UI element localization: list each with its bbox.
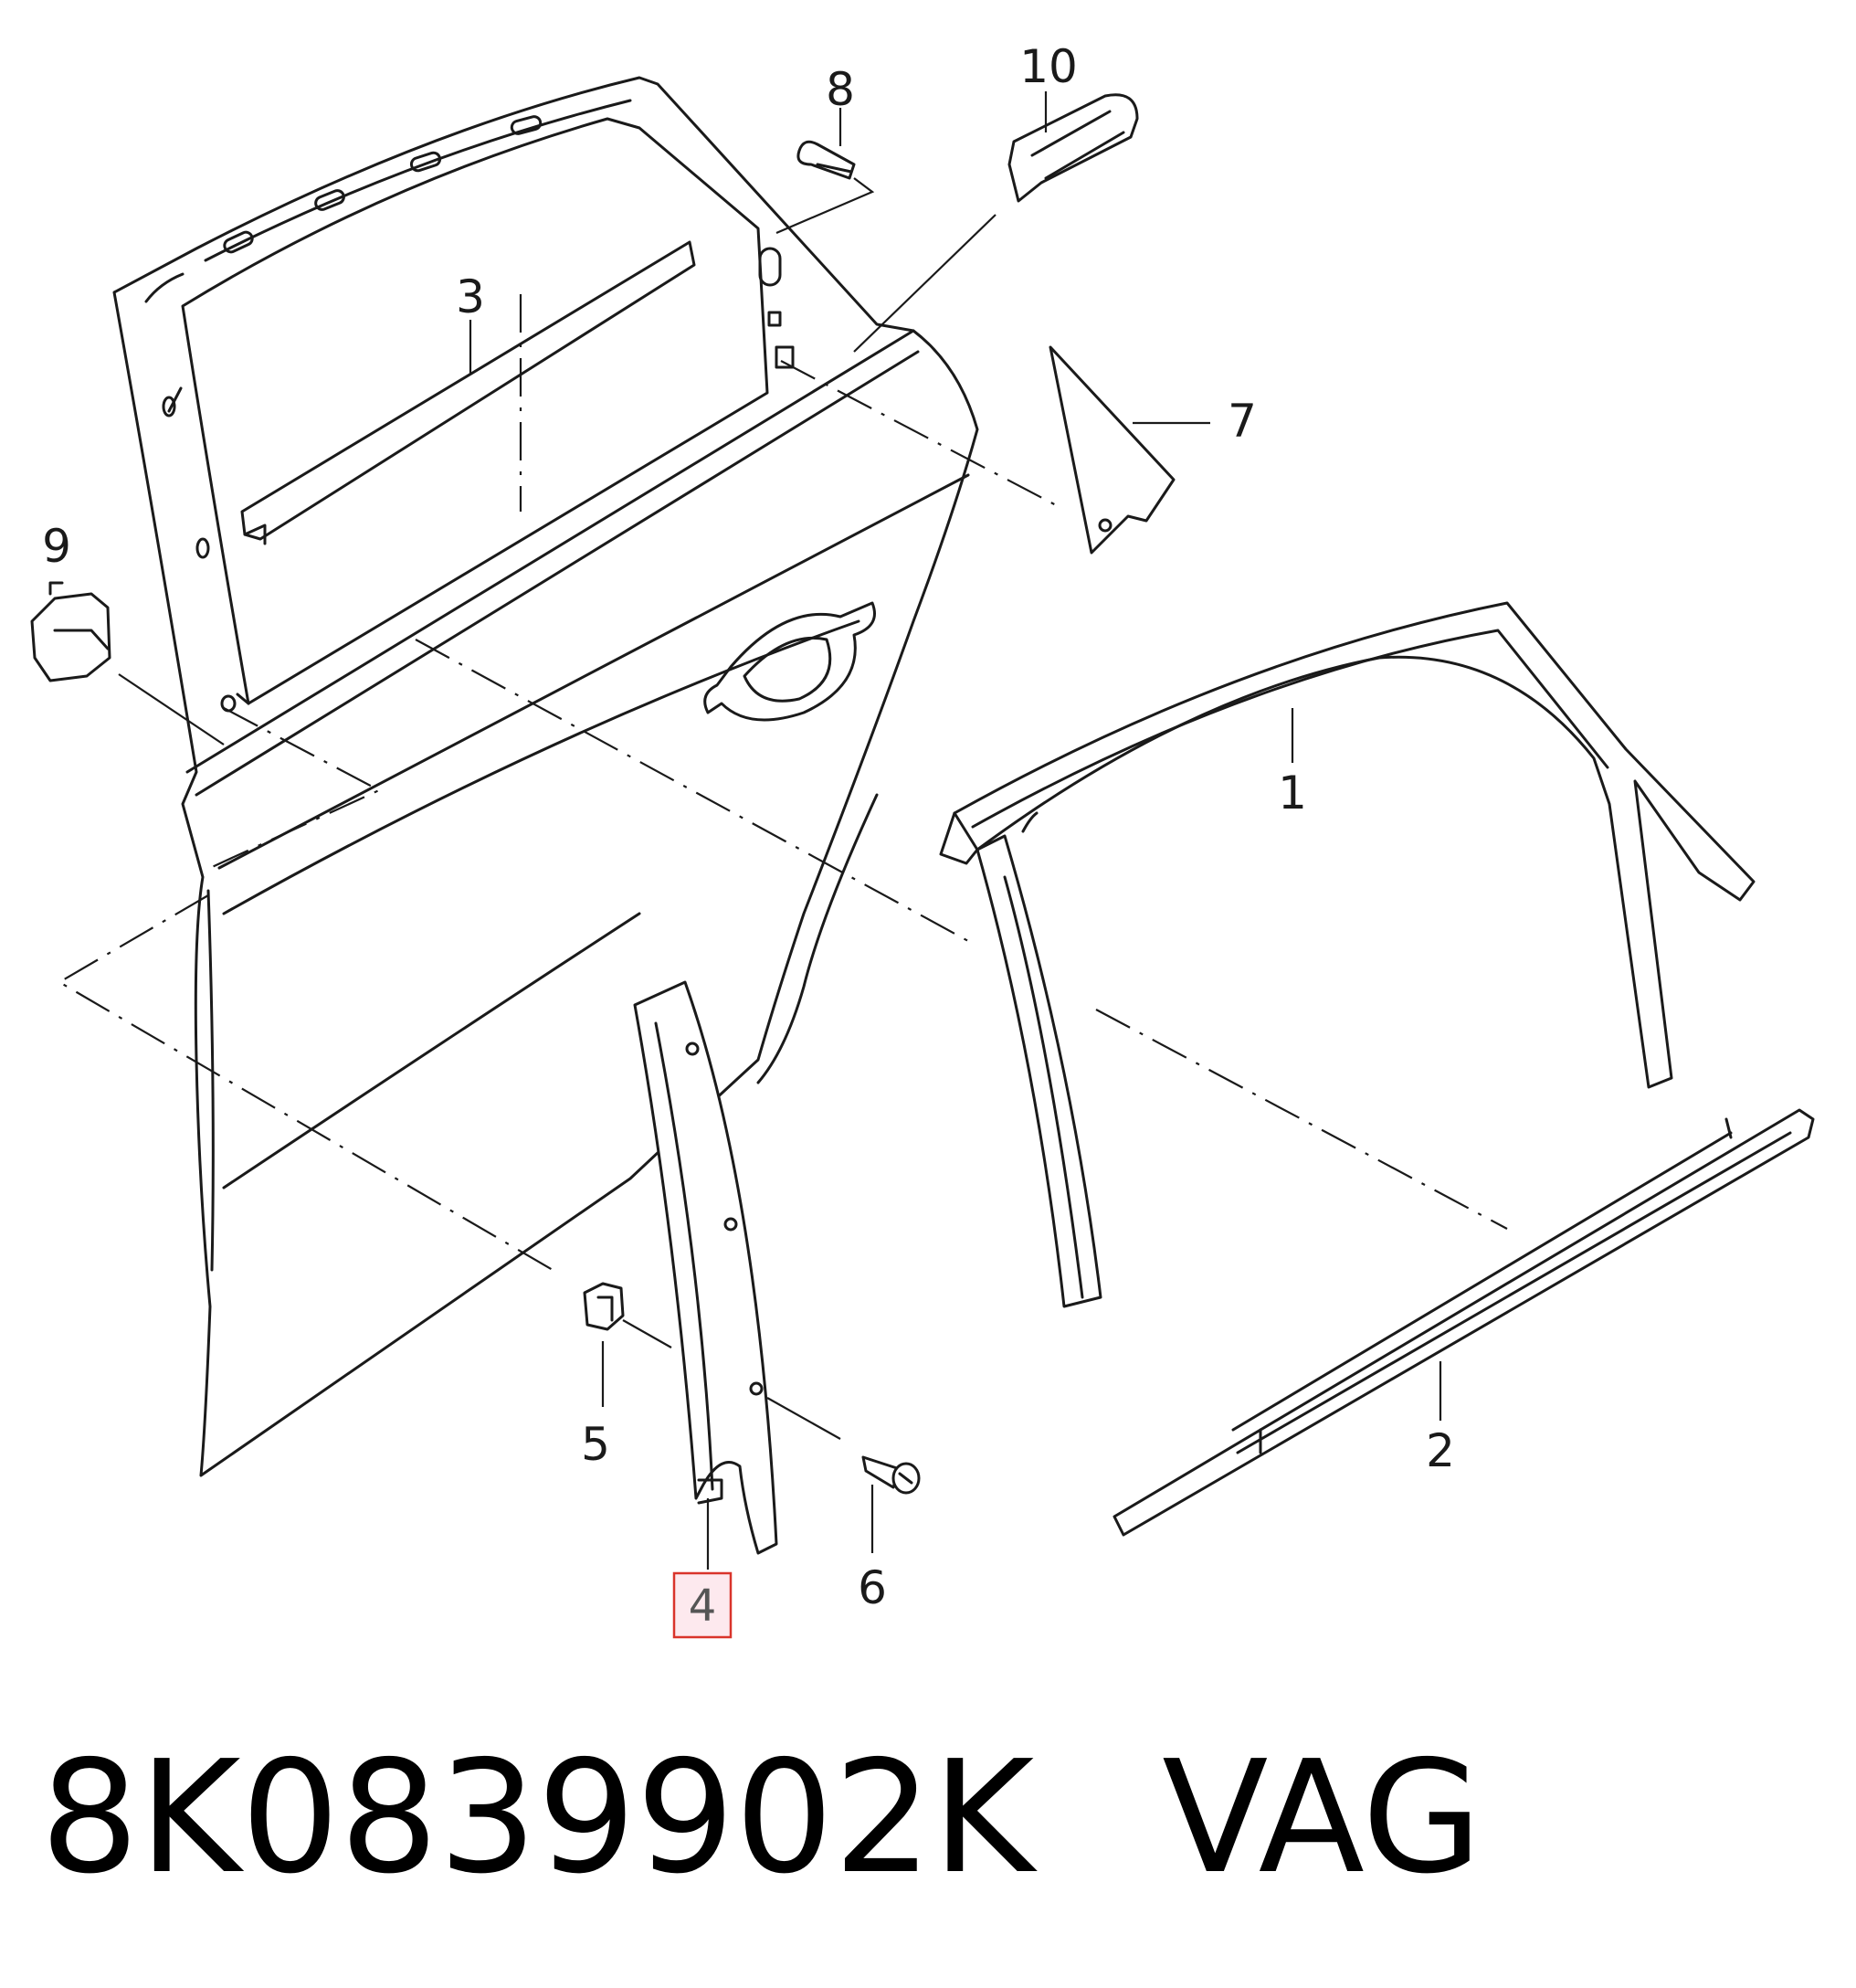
callout-6: 6 <box>858 1561 887 1614</box>
callout-3: 3 <box>456 270 485 323</box>
part-9-clip <box>30 581 111 682</box>
part-4-pillar-trim <box>633 980 778 1555</box>
part-number-footer: 8K0839902K VAG <box>40 1727 1482 1909</box>
part-8-bolt <box>796 140 856 180</box>
assembly-lines <box>57 294 1508 1271</box>
callout-7: 7 <box>1228 395 1257 448</box>
door-shell <box>112 76 979 1477</box>
callout-5: 5 <box>581 1418 610 1471</box>
part-5-clip <box>583 1282 625 1331</box>
part-7-triangle-cover <box>1049 345 1176 555</box>
part-1-frame-seal <box>939 601 1756 1308</box>
part-6-screw <box>861 1455 921 1495</box>
part-number: 8K0839902K <box>40 1728 1035 1909</box>
callout-1: 1 <box>1278 767 1307 820</box>
highlight-box <box>672 1571 733 1639</box>
part-10-clip <box>1007 93 1139 203</box>
part-3-trim-strip <box>240 240 696 545</box>
callout-2: 2 <box>1426 1424 1455 1477</box>
callout-9: 9 <box>42 520 71 573</box>
callout-10: 10 <box>1019 40 1078 93</box>
callout-4: 4 <box>689 1581 717 1632</box>
part-2-window-strip <box>1113 1108 1815 1537</box>
callout-8: 8 <box>826 63 855 116</box>
leader-lines <box>118 91 1442 1570</box>
callout-4-highlight: 4 <box>672 1571 733 1639</box>
brand-name: VAG <box>1162 1728 1482 1909</box>
